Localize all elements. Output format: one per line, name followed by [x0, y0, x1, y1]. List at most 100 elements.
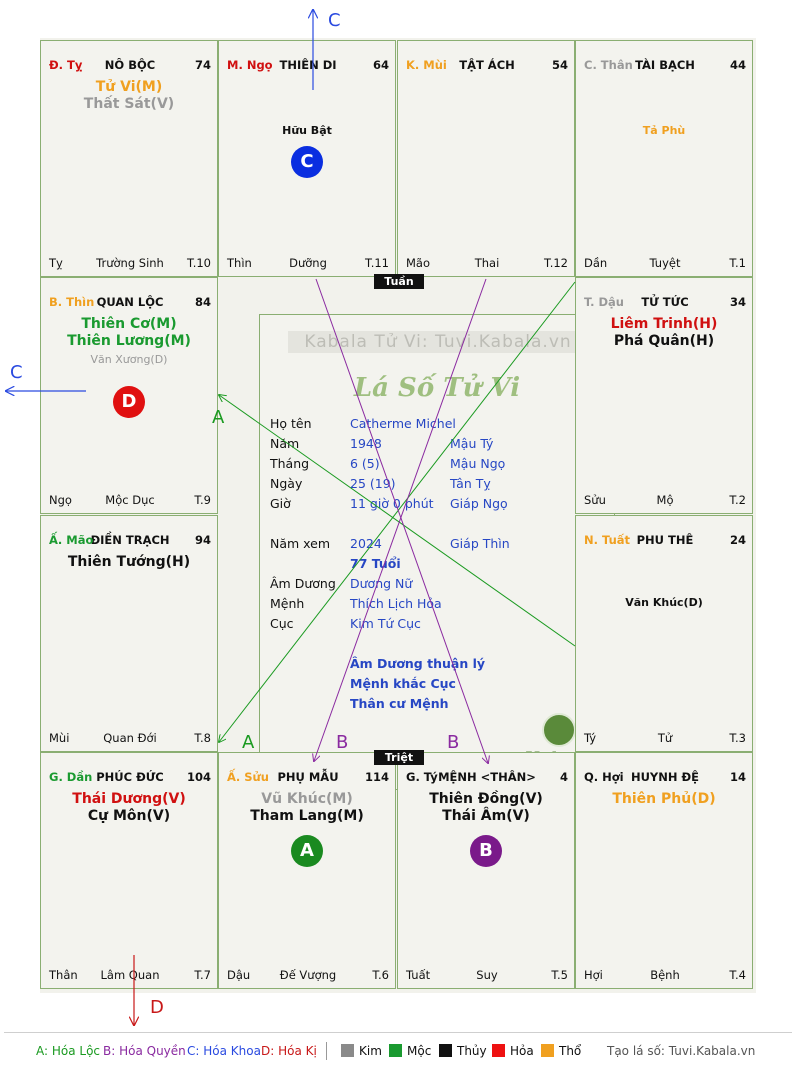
palace-branch: B. Thìn [49, 295, 95, 309]
palace-age: 54 [551, 58, 568, 72]
palace-branch: N. Tuất [584, 533, 631, 547]
palace-month: T.10 [187, 256, 211, 270]
palace-branch: G. Dần [49, 770, 93, 784]
main-star: Thái Dương(V) [72, 791, 186, 807]
palace-footer-branch: Tuất [406, 968, 431, 982]
palace-stage: Thai [474, 256, 500, 270]
palace-month: T.4 [729, 968, 746, 982]
main-star: Tử Vi(M) [95, 79, 163, 95]
palace-footer-branch: Mùi [49, 731, 70, 745]
palace-stage: Tuyệt [649, 256, 681, 270]
minor-star: Hữu Bật [282, 124, 332, 137]
palace-name: TỬ TỨC [641, 295, 689, 309]
palace-month: T.8 [194, 731, 211, 745]
palace-month: T.2 [729, 493, 746, 507]
palace-footer-branch: Dậu [227, 968, 251, 982]
palace-month: T.11 [365, 256, 389, 270]
palace-age: 44 [729, 58, 746, 72]
palace-month: T.6 [372, 968, 389, 982]
marker-b-icon: B [470, 835, 502, 867]
marker-c-icon: C [291, 146, 323, 178]
legend-hoa-loc: A: Hóa Lộc [36, 1044, 101, 1058]
palace-stage: Mộ [656, 493, 674, 507]
palace-stage: Quan Đới [103, 731, 157, 745]
label-month: Tháng [270, 456, 310, 471]
palace-branch: C. Thân [584, 58, 633, 72]
palace-footer-branch: Ngọ [49, 493, 72, 507]
label-am-duong: Âm Dương [270, 576, 336, 591]
minor-star: Văn Xương(D) [90, 353, 168, 366]
minor-star: Tả Phù [642, 124, 686, 137]
value-hour: 11 giờ 0 phút [350, 496, 434, 511]
palace-name: MỆNH <THÂN> [438, 770, 536, 784]
palace-stage: Trường Sinh [96, 256, 164, 270]
palace-branch: G. Tý [406, 770, 438, 784]
main-star: Thiên Phủ(D) [612, 791, 716, 807]
value-hour-canchi: Giáp Ngọ [450, 496, 508, 511]
legend-bar: A: Hóa Lộc B: Hóa Quyền C: Hóa Khoa D: H… [0, 1032, 796, 1070]
value-am-duong: Dương Nữ [350, 576, 413, 591]
main-star: Thất Sát(V) [83, 96, 175, 112]
minor-star: Văn Khúc(D) [625, 596, 703, 609]
main-star: Thái Âm(V) [442, 808, 530, 824]
palace-month: T.7 [194, 968, 211, 982]
main-stars: Vũ Khúc(M)Tham Lang(M) [219, 791, 395, 825]
value-month: 6 (5) [350, 456, 380, 471]
value-cuc: Kim Tứ Cục [350, 616, 421, 631]
palace-age: 114 [364, 770, 389, 784]
palace-branch: M. Ngọ [227, 58, 273, 72]
palace-footer-branch: Dần [584, 256, 608, 270]
label-c-left: C [10, 362, 23, 383]
palace-branch: Đ. Tỵ [49, 58, 83, 72]
credit-link[interactable]: Tạo lá số: Tuvi.Kabala.vn [607, 1044, 756, 1058]
palace-footer-branch: Sửu [584, 493, 606, 507]
note-than-menh: Thân cư Mệnh [350, 696, 449, 711]
palace-stage: Bệnh [650, 968, 680, 982]
main-stars: Thiên Phủ(D) [576, 791, 752, 808]
legend-moc: Mộc [389, 1044, 431, 1058]
palace-stage: Tử [657, 731, 673, 745]
label-view-year: Năm xem [270, 536, 331, 551]
value-name: Catherme Michel [350, 416, 456, 431]
legend-tho: Thổ [541, 1044, 581, 1058]
main-star: Thiên Tướng(H) [67, 554, 191, 570]
palace-footer: Quan Đới Mùi T.8 [49, 731, 211, 745]
main-star: Vũ Khúc(M) [261, 791, 353, 807]
palace-footer-branch: Tý [584, 731, 597, 745]
legend-thuy: Thủy [439, 1044, 487, 1058]
label-a-mid: A [212, 407, 225, 428]
arrow-b-left [314, 278, 487, 761]
legend-hoa-ki: D: Hóa Kị [261, 1044, 317, 1058]
palace-name: NÔ BỘC [104, 58, 156, 72]
main-star: Tham Lang(M) [250, 808, 364, 824]
main-star: Phá Quân(H) [613, 333, 715, 349]
palace-branch: T. Dậu [584, 295, 624, 309]
center-info-panel: Kabala Tử Vi: Tuvi.Kabala.vn Lá Số Tử Vi… [259, 314, 615, 790]
main-stars: Liêm Trinh(H)Phá Quân(H) [576, 316, 752, 350]
main-stars: Tử Vi(M)Thất Sát(V) [41, 79, 217, 113]
label-b-left: B [336, 732, 349, 753]
palace-stage: Dưỡng [289, 256, 327, 270]
value-month-canchi: Mậu Ngọ [450, 456, 506, 471]
palace-month: T.5 [551, 968, 568, 982]
main-star: Thiên Đồng(V) [429, 791, 543, 807]
horoscope-chart: Kabala Tử Vi: Tuvi.Kabala.vn Lá Số Tử Vi… [40, 38, 756, 993]
palace-age: 34 [729, 295, 746, 309]
arrow-b-right [315, 278, 488, 763]
value-menh: Thích Lịch Hỏa [350, 596, 442, 611]
value-age: 77 Tuổi [350, 556, 401, 571]
palace-month: T.1 [729, 256, 746, 270]
